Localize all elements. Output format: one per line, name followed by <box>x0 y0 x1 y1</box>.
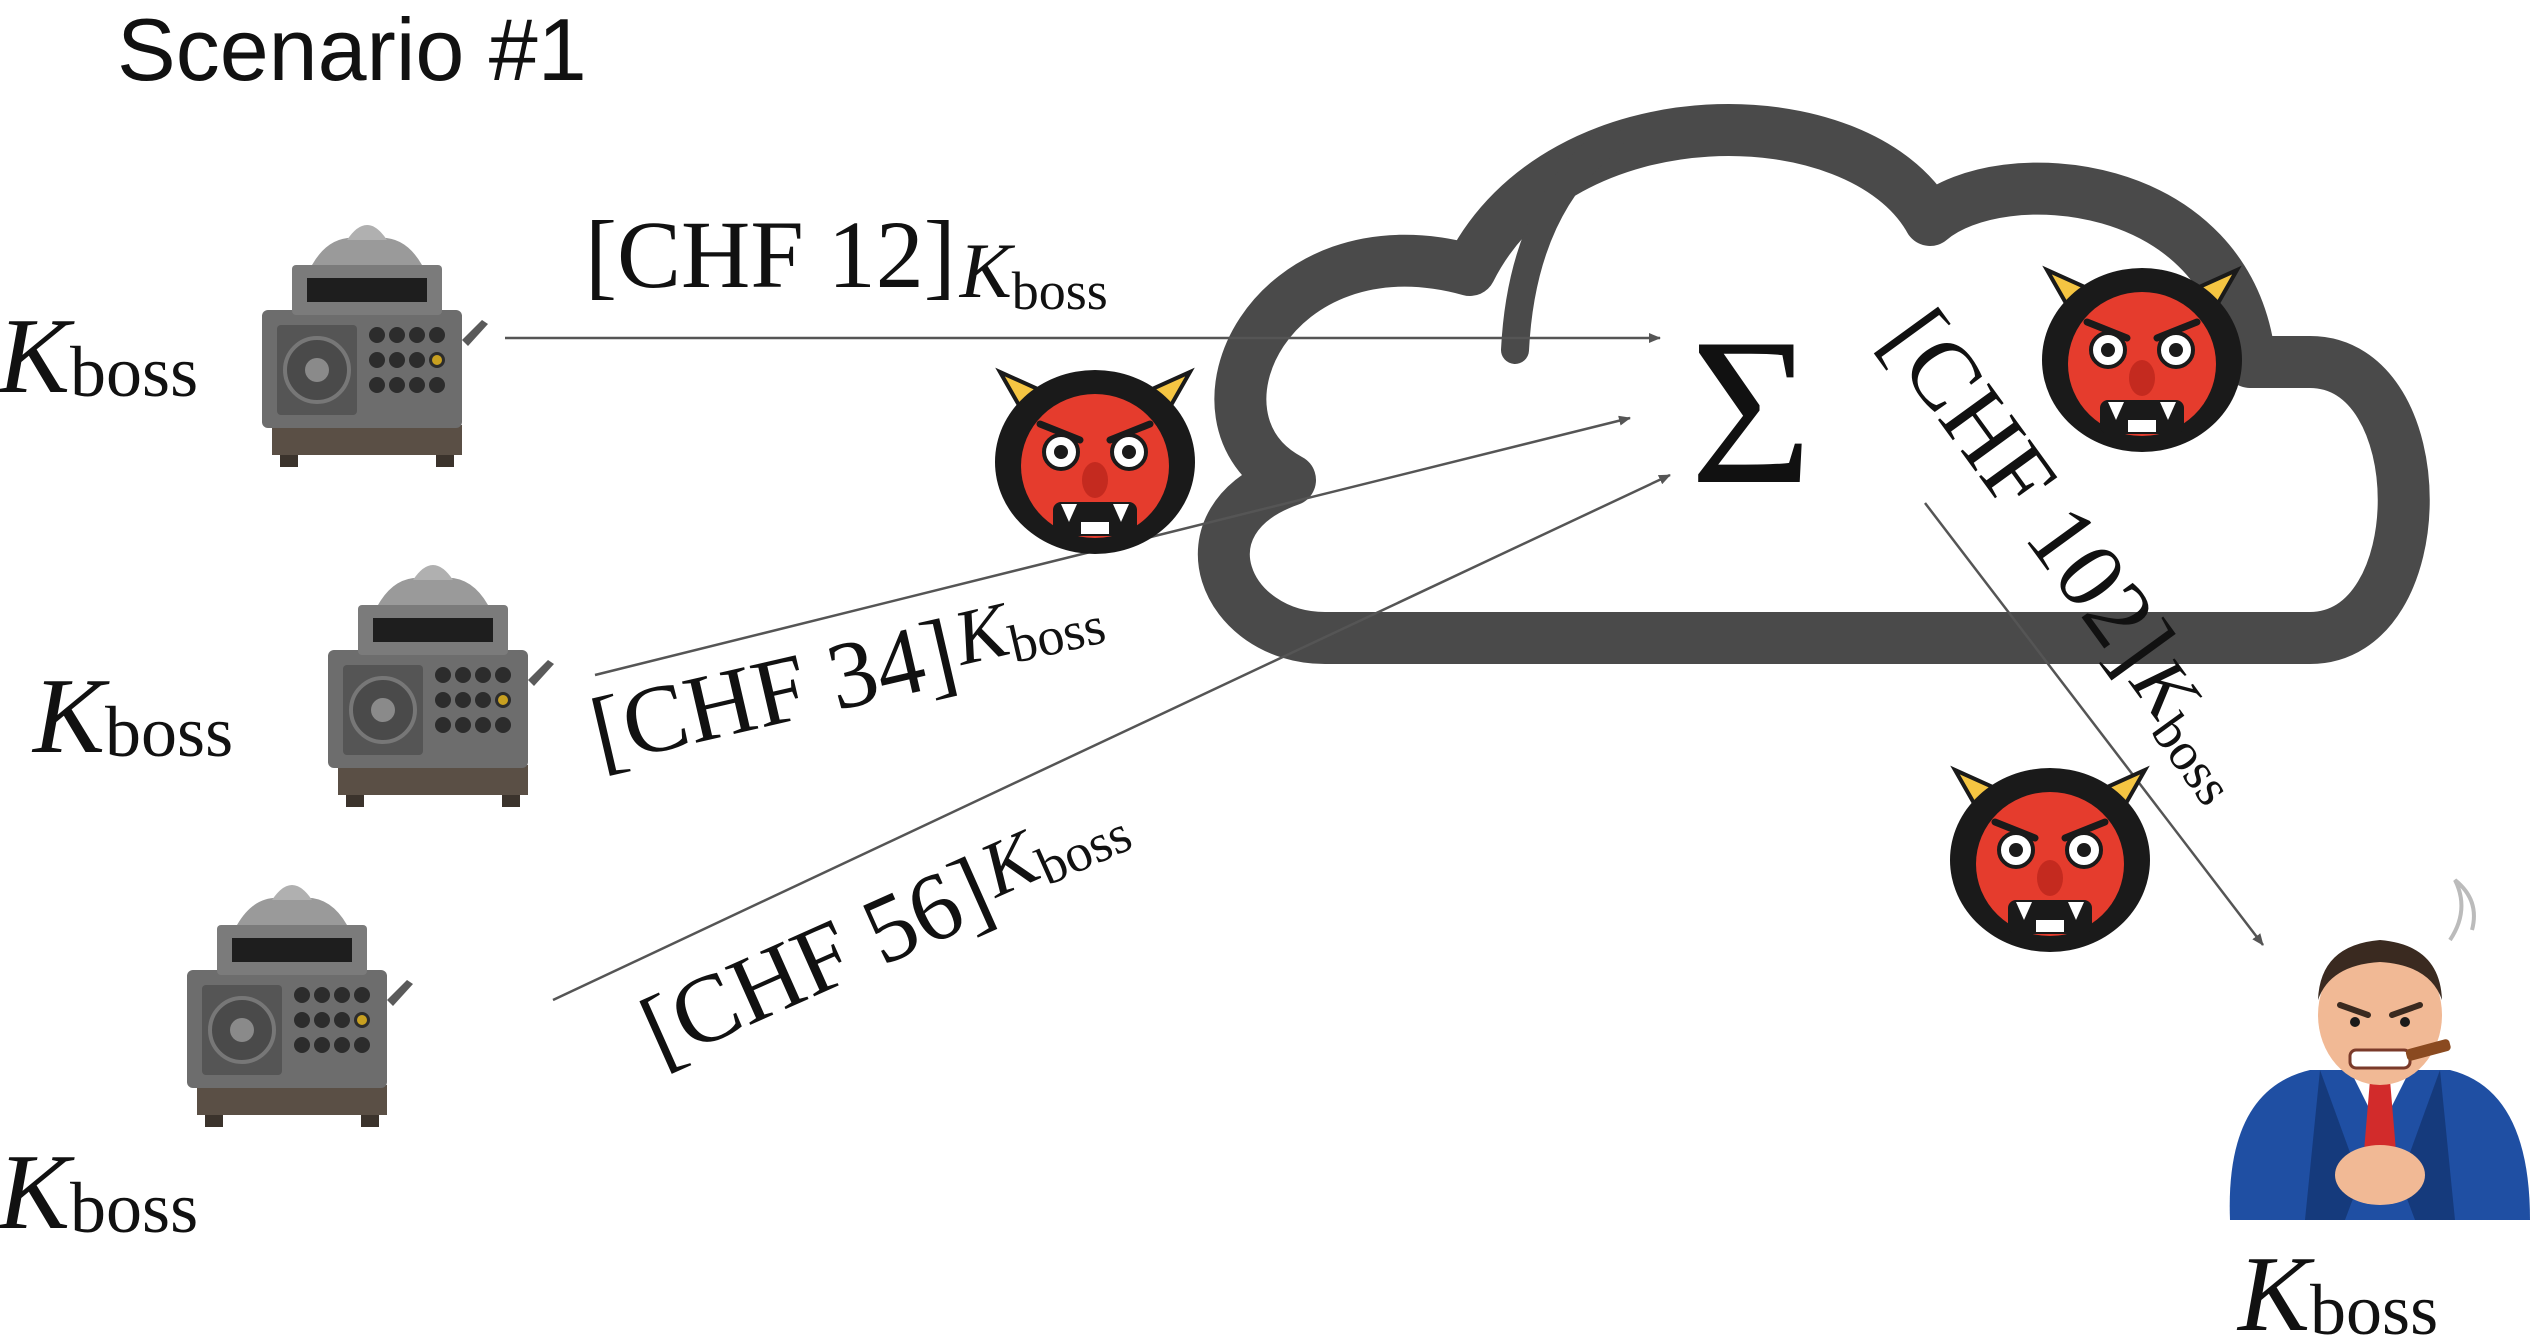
boss-icon <box>2229 878 2530 1220</box>
register-key-1-sub: boss <box>70 332 198 412</box>
result-arrow <box>1924 502 2264 946</box>
register-key-3-sub: boss <box>70 1168 198 1248</box>
register-key-2: Kboss <box>31 657 233 776</box>
message-key-1: K <box>959 227 1016 314</box>
message-amount-3: [CHF 56] <box>625 836 1007 1085</box>
boss-key-sub: boss <box>2310 1270 2438 1341</box>
register-key-3-base: K <box>0 1133 75 1252</box>
register-key-1-base: K <box>0 297 75 416</box>
message-amount-1: [CHF 12] <box>585 201 956 308</box>
register-key-1: Kboss <box>0 297 198 416</box>
message-key-sub-2: boss <box>1004 595 1111 675</box>
cash-register-icon <box>185 883 415 1129</box>
cloud-icon <box>1197 104 2430 664</box>
scenario-title: Scenario #1 <box>117 0 587 99</box>
message-arrow-3 <box>552 473 1671 1002</box>
boss-key: Kboss <box>2236 1235 2438 1341</box>
boss-key-base: K <box>2236 1235 2315 1341</box>
message-label-1: [CHF 12]Kboss <box>585 201 1108 321</box>
message-amount-2: [CHF 34] <box>581 598 966 786</box>
ogre-face-icon <box>2042 268 2242 452</box>
cash-register-icon <box>326 563 556 809</box>
cash-register-icon <box>260 223 490 469</box>
sum-symbol: Σ <box>1690 296 1812 528</box>
register-key-3: Kboss <box>0 1133 198 1252</box>
message-key-sub-1: boss <box>1012 261 1108 321</box>
message-label-2: [CHF 34]Kboss <box>581 564 1114 786</box>
register-key-2-sub: boss <box>105 692 233 772</box>
ogre-face-icon <box>1950 768 2150 952</box>
register-key-2-base: K <box>31 657 110 776</box>
ogre-face-icon <box>995 370 1195 554</box>
